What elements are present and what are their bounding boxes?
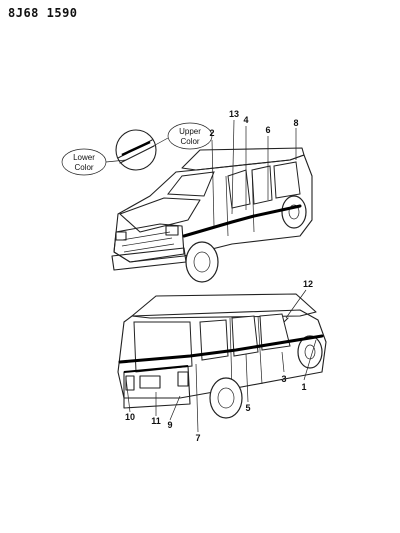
body-outline-rear	[117, 309, 327, 399]
callout-13: 13	[229, 109, 239, 119]
license-plate	[139, 375, 161, 389]
detail-stripe	[121, 140, 151, 157]
diagram-code: 8J68 1590	[8, 6, 78, 20]
left-headlight	[115, 231, 127, 241]
svg-text:Color: Color	[180, 137, 199, 146]
side-stripe-bottom	[118, 334, 324, 364]
callout-4: 4	[243, 115, 248, 125]
callout-2-top: 2	[209, 128, 214, 138]
callout-12: 12	[303, 279, 313, 289]
callout-6: 6	[265, 125, 270, 135]
rear-quarter-window	[199, 319, 229, 361]
door-seam-front	[225, 175, 229, 237]
leader-lower	[105, 159, 127, 163]
roof-rear	[131, 293, 317, 319]
svg-text:Lower: Lower	[73, 153, 95, 162]
callouts-bottom: 12 3 1 5 10 11 9 7	[125, 279, 317, 443]
callout-1: 1	[301, 382, 306, 392]
rear-tire	[281, 195, 307, 229]
tailgate-stripe	[123, 365, 189, 373]
door-seam-rear	[251, 169, 255, 233]
side-stripe-top	[182, 204, 302, 238]
callout-7: 7	[195, 433, 200, 443]
leader-upper	[145, 137, 169, 151]
callout-11: 11	[151, 416, 161, 426]
stripe-detail-callout	[105, 129, 169, 171]
svg-text:Upper: Upper	[179, 127, 201, 136]
vehicle-front-view	[111, 147, 313, 283]
right-taillight	[177, 371, 189, 387]
rear-door-window	[251, 165, 273, 205]
windshield	[167, 171, 215, 197]
rear-tire-b	[209, 377, 243, 419]
front-grille-area	[113, 223, 185, 263]
vehicle-rear-view	[117, 293, 327, 419]
callout-10: 10	[125, 412, 135, 422]
hood	[119, 197, 201, 233]
upper-color-label: Upper Color	[167, 122, 213, 150]
right-headlight	[165, 225, 179, 236]
callout-3: 3	[281, 374, 286, 384]
front-door-window	[227, 169, 251, 209]
front-tire-b	[297, 335, 323, 369]
svg-text:Color: Color	[74, 163, 93, 172]
quarter-window	[273, 161, 301, 199]
front-tire	[185, 241, 219, 283]
callout-8: 8	[293, 118, 298, 128]
callout-5: 5	[245, 403, 250, 413]
callouts-top: 2 13 4 6 8	[209, 109, 299, 227]
detail-circle	[115, 129, 157, 171]
lower-color-label: Lower Color	[61, 148, 107, 176]
callout-9: 9	[167, 420, 172, 430]
left-taillight	[125, 375, 135, 391]
rear-hatch-window	[133, 321, 193, 373]
